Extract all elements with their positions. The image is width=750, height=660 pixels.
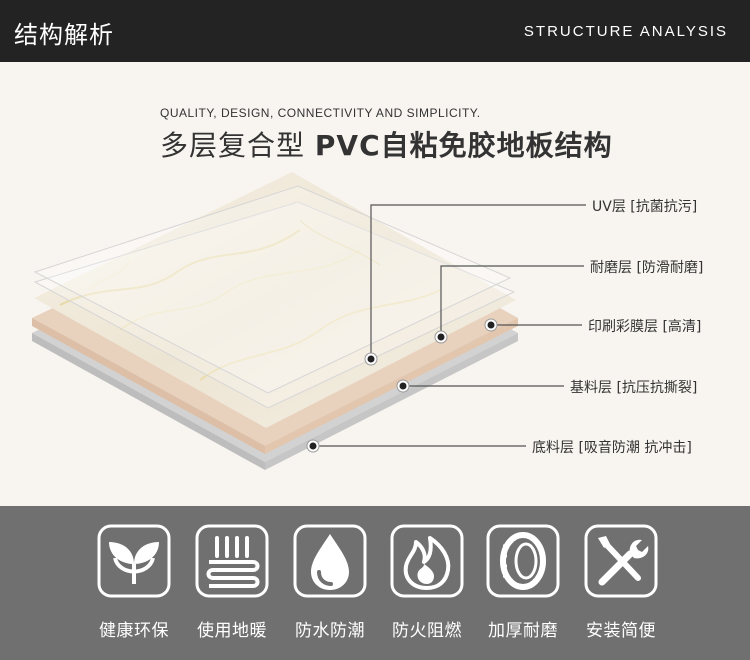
tools-icon — [584, 524, 658, 598]
header-bar: 结构解析 STRUCTURE ANALYSIS — [0, 0, 750, 62]
feature-health: 健康环保 — [89, 524, 179, 641]
feature-bar: 健康环保 使用地暖 防水防潮 防火阻燃 加厚耐磨 — [0, 506, 750, 660]
uv-layer — [33, 185, 512, 394]
headline-part1: 多层复合型 — [160, 129, 315, 162]
layer-diagram — [32, 172, 586, 470]
feature-waterproof: 防水防潮 — [285, 524, 375, 641]
feature-wear: 加厚耐磨 — [478, 524, 568, 641]
callout-lines — [313, 204, 586, 447]
feature-label: 健康环保 — [99, 621, 169, 641]
tire-icon — [486, 524, 560, 598]
feature-label: 安装简便 — [586, 621, 656, 641]
layer-label-print: 印刷彩膜层 [高清] — [588, 319, 702, 335]
feature-label: 加厚耐磨 — [488, 621, 558, 641]
layer-label-base: 基料层 [抗压抗撕裂] — [570, 380, 698, 396]
feature-fireproof: 防火阻燃 — [382, 524, 472, 641]
intro-headline: 多层复合型 PVC自粘免胶地板结构 — [160, 124, 613, 164]
feature-install: 安装简便 — [576, 524, 666, 641]
intro-subtitle: QUALITY, DESIGN, CONNECTIVITY AND SIMPLI… — [160, 106, 481, 120]
layer-label-uv: UV层 [抗菌抗污] — [592, 199, 698, 215]
wear-layer — [33, 201, 516, 409]
feature-label: 防火阻燃 — [392, 621, 462, 641]
floor-heating-icon — [195, 524, 269, 598]
layer-label-wear: 耐磨层 [防滑耐磨] — [590, 260, 704, 276]
layer-label-bottom: 底料层 [吸音防潮 抗冲击] — [532, 440, 692, 456]
header-subtitle: STRUCTURE ANALYSIS — [523, 23, 728, 40]
water-drop-icon — [293, 524, 367, 598]
print-layer — [34, 172, 516, 428]
feature-label: 防水防潮 — [295, 621, 365, 641]
feature-heating: 使用地暖 — [187, 524, 277, 641]
headline-part2: PVC自粘免胶地板结构 — [314, 129, 613, 162]
header-title: 结构解析 — [14, 21, 114, 49]
feature-label: 使用地暖 — [197, 621, 267, 641]
callout-dots — [306, 318, 498, 453]
leaf-icon — [97, 524, 171, 598]
flame-icon — [390, 524, 464, 598]
